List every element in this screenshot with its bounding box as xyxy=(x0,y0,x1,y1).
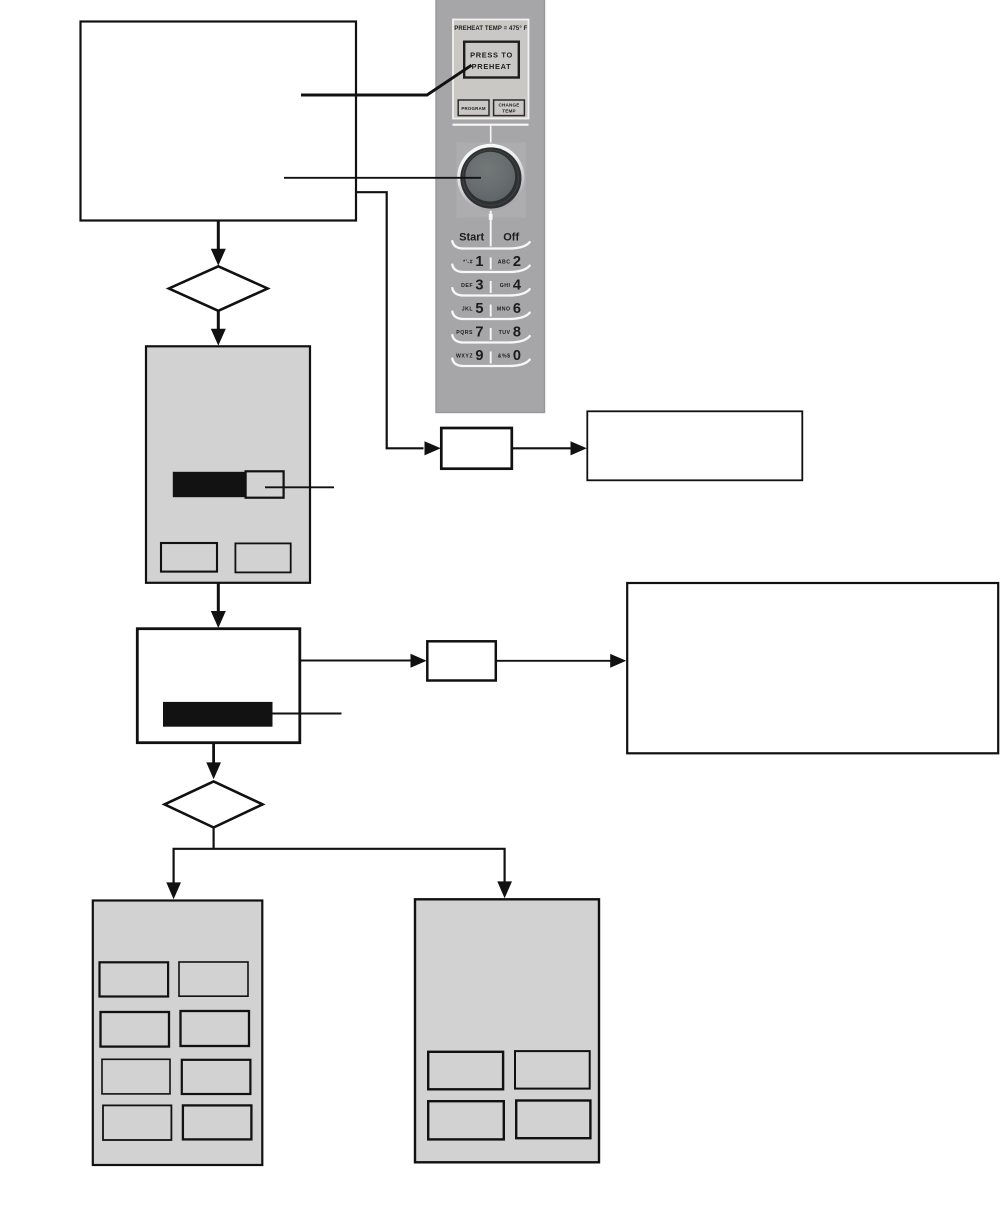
key-6-digit: 6 xyxy=(513,301,521,317)
key-3-letters: DEF xyxy=(461,283,473,289)
arrowhead-into-display-box xyxy=(210,328,226,346)
key-7-letters: PQRS xyxy=(456,330,473,336)
flow-menu-box-right xyxy=(413,898,601,1164)
start-key-label: Start xyxy=(459,232,484,244)
key-9-letters: WXYZ xyxy=(456,354,473,360)
key-8[interactable]: TUV 8 xyxy=(499,325,521,341)
key-1-digit: 1 xyxy=(475,254,483,270)
key-0-digit: 0 xyxy=(513,348,521,364)
flowchart xyxy=(79,20,1000,1167)
key-row-curve-9-0 xyxy=(451,357,531,368)
display-mock-soft-key-left xyxy=(159,541,219,573)
key-row-curve-5-6 xyxy=(451,310,531,321)
arrowhead-into-decision2 xyxy=(206,762,221,780)
key-1[interactable]: *'-# 1 xyxy=(463,254,483,270)
change-temp-button[interactable] xyxy=(492,99,526,117)
callout-line-preheat-button xyxy=(301,63,473,97)
press-to-preheat-label-line2: PREHEAT xyxy=(472,62,512,71)
menu-right-slot-3 xyxy=(427,1099,506,1141)
flow-menu-box-left xyxy=(91,899,264,1167)
key-1-letters: *'-# xyxy=(463,260,473,266)
key-9[interactable]: WXYZ 9 xyxy=(456,348,484,364)
arrowhead-into-decision1 xyxy=(210,248,226,266)
connector-step1-to-note-a xyxy=(356,191,424,450)
arrowhead-into-note-box-b xyxy=(610,653,627,668)
key-2-digit: 2 xyxy=(513,254,521,270)
arrowhead-into-step2 xyxy=(210,611,226,628)
arrowhead-into-menu-right xyxy=(497,881,512,899)
arrowhead-into-note-box-a xyxy=(570,441,587,456)
key-2[interactable]: ABC 2 xyxy=(498,254,521,270)
start-key[interactable]: Start xyxy=(459,232,484,244)
menu-left-slot-6 xyxy=(180,1058,252,1096)
change-temp-label-line2: TEMP xyxy=(502,108,516,113)
key-0-letters: &%$ xyxy=(498,354,511,360)
preheat-temp-label: PREHEAT TEMP = 475° F xyxy=(454,26,527,32)
key-3-digit: 3 xyxy=(475,278,483,294)
flow-note-box-b xyxy=(626,581,1000,755)
flow-node-step1-box xyxy=(79,20,358,222)
key-0[interactable]: &%$ 0 xyxy=(498,348,521,364)
key-4[interactable]: GHI 4 xyxy=(500,278,522,294)
branch-split-lines xyxy=(172,827,506,883)
display-mock-highlight-bar xyxy=(172,471,246,498)
key-6[interactable]: MNO 6 xyxy=(497,301,521,317)
menu-left-slot-2 xyxy=(178,961,249,998)
knob[interactable] xyxy=(456,142,527,218)
key-row-curve-7-8 xyxy=(451,333,531,344)
key-9-digit: 9 xyxy=(475,348,483,364)
menu-left-slot-5 xyxy=(101,1058,171,1095)
menu-left-slot-1 xyxy=(98,961,170,998)
key-row-curve-start-off xyxy=(451,239,531,250)
key-6-letters: MNO xyxy=(497,307,511,313)
key-7[interactable]: PQRS 7 xyxy=(456,325,483,341)
step2-highlight-bar xyxy=(163,701,273,727)
flow-decision-diamond-1 xyxy=(165,264,271,313)
program-button[interactable] xyxy=(457,99,490,117)
change-temp-label-line1: CHANGE xyxy=(498,102,519,107)
display-mock-cursor-window xyxy=(244,470,285,499)
key-5-letters: JKL xyxy=(462,307,474,313)
menu-right-slot-1 xyxy=(427,1050,505,1091)
press-to-preheat-button[interactable] xyxy=(463,40,521,79)
menu-left-slot-4 xyxy=(179,1009,251,1048)
off-key-label: Off xyxy=(503,232,519,244)
menu-right-slot-2 xyxy=(514,1050,591,1090)
key-3[interactable]: DEF 3 xyxy=(461,278,483,294)
key-4-letters: GHI xyxy=(500,283,511,289)
control-panel: PREHEAT TEMP = 475° F PRESS TO PREHEAT P… xyxy=(435,0,546,414)
flow-small-box-b xyxy=(426,640,498,682)
arrowhead-into-menu-left xyxy=(166,882,181,900)
flow-note-box-a xyxy=(586,410,804,482)
knob-body xyxy=(465,151,516,202)
key-5-digit: 5 xyxy=(475,301,483,317)
off-key[interactable]: Off xyxy=(503,232,519,244)
key-8-letters: TUV xyxy=(499,330,511,336)
key-row-curve-3-4 xyxy=(451,286,531,297)
knob-indicator-mark xyxy=(488,213,493,220)
menu-right-slot-4 xyxy=(515,1099,592,1140)
menu-left-slot-3 xyxy=(99,1010,171,1048)
menu-left-slot-8 xyxy=(181,1104,253,1141)
key-8-digit: 8 xyxy=(513,325,521,341)
flow-decision-diamond-2 xyxy=(161,779,266,829)
display-mock-soft-key-right xyxy=(234,542,292,574)
key-row-curve-1-2 xyxy=(451,263,531,274)
program-button-label: PROGRAM xyxy=(461,106,485,111)
key-4-digit: 4 xyxy=(513,278,522,294)
flow-small-box-a xyxy=(439,426,514,471)
keypad: Start Off *'-# 1 ABC 2 DEF 3 GHI 4 JKL 5… xyxy=(451,232,531,368)
arrowhead-into-small-box-a xyxy=(424,441,441,456)
key-5[interactable]: JKL 5 xyxy=(462,301,484,317)
press-to-preheat-label-line1: PRESS TO xyxy=(470,50,513,59)
arrowhead-into-small-box-b xyxy=(410,653,427,668)
key-2-letters: ABC xyxy=(498,260,511,266)
key-7-digit: 7 xyxy=(475,325,483,341)
menu-left-slot-7 xyxy=(102,1104,173,1141)
